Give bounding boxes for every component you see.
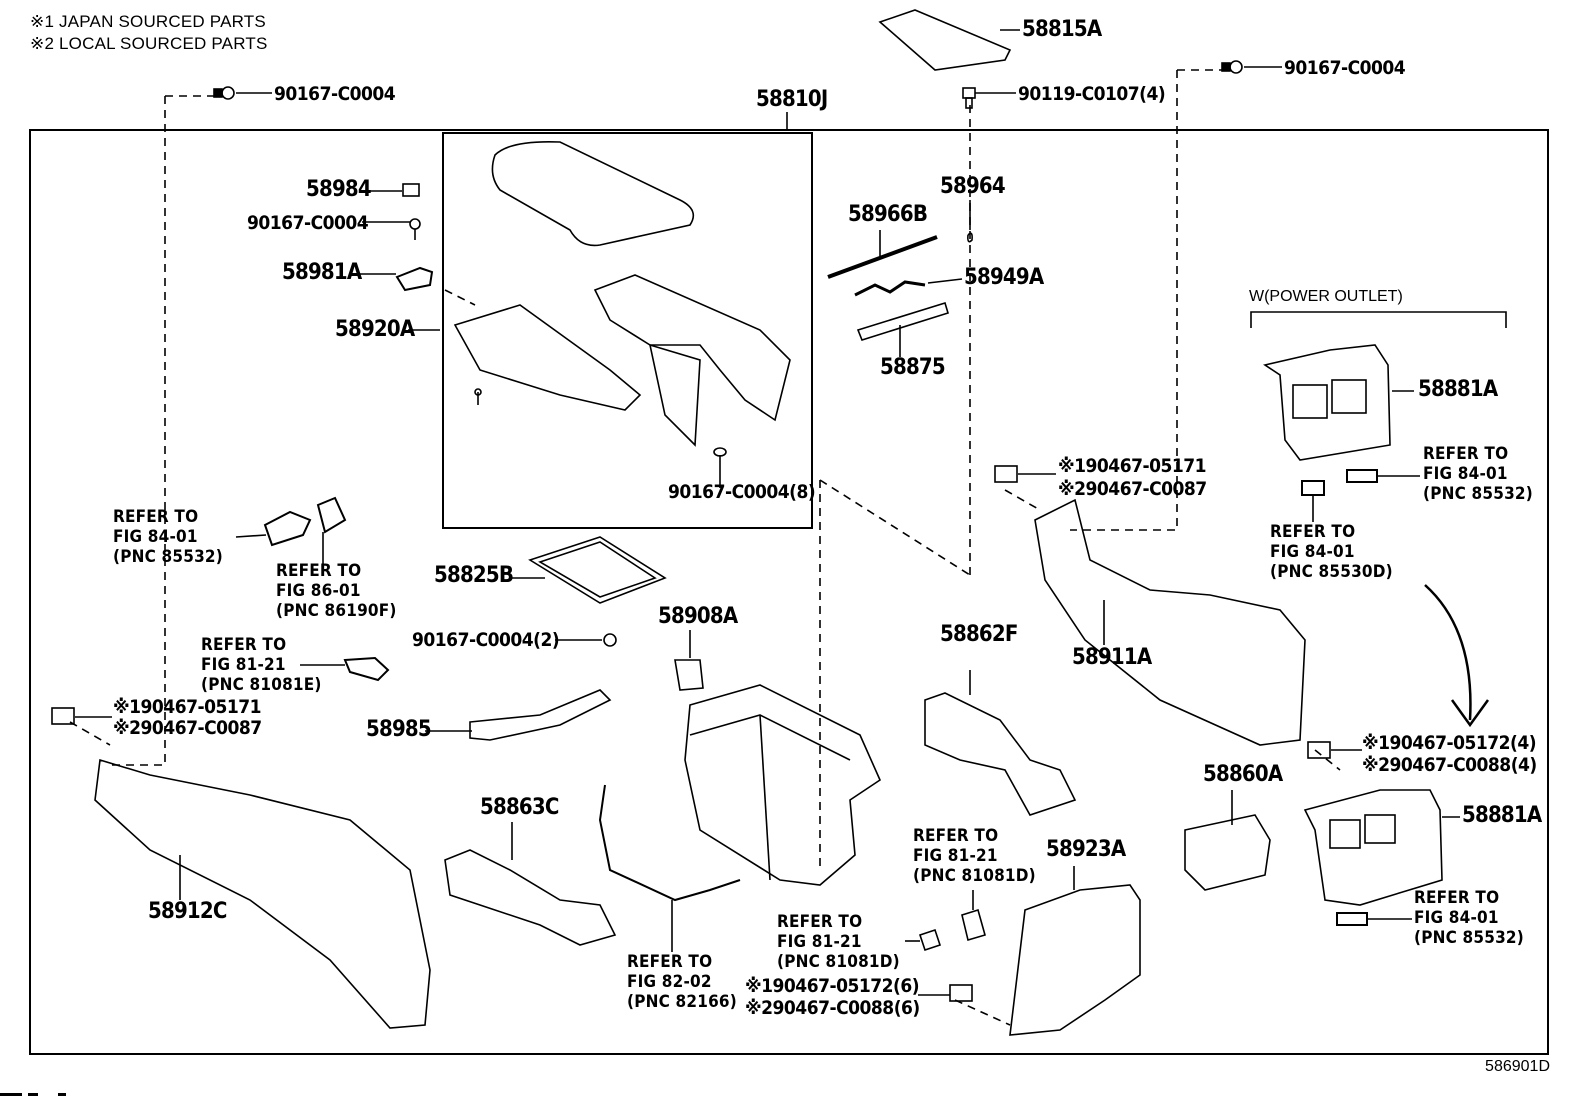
label-58984[interactable]: 58984 [306,177,372,202]
legend-local-sourced: ※2 LOCAL SOURCED PARTS [30,34,268,53]
group-label-power-outlet: W(POWER OUTLET) [1249,288,1403,305]
power-outlet-panel-top-shape [1263,344,1391,461]
assembly-box [442,132,813,529]
tray-shape [528,536,667,604]
power-outlet-panel-bottom-shape [1303,789,1443,906]
part-58815A-shape [878,9,1012,71]
label-58881A-bottom[interactable]: 58881A [1462,803,1542,828]
label-90167-C0004-topright[interactable]: 90167-C0004 [1284,57,1406,79]
label-58981A[interactable]: 58981A [282,260,362,285]
direction-arrow [1424,584,1472,721]
label-58825B[interactable]: 58825B [434,563,514,588]
label-58923A[interactable]: 58923A [1046,837,1126,862]
sheet-id: 586901D [1485,1058,1550,1075]
label-58881A-top[interactable]: 58881A [1418,377,1498,402]
label-58985[interactable]: 58985 [366,717,432,742]
label-clip-mid-local[interactable]: ※290467-C0087 [1058,478,1207,500]
label-58966B[interactable]: 58966B [848,202,928,227]
label-58863C[interactable]: 58863C [480,795,559,820]
label-90167-C0004-8[interactable]: 90167-C0004(8) [668,481,816,503]
label-clip-bottom-japan[interactable]: ※190467-05172(6) [745,975,920,997]
ref-fig-86-01[interactable]: REFER TO FIG 86-01 (PNC 86190F) [276,561,397,621]
label-58815A[interactable]: 58815A [1022,17,1102,42]
label-58860A[interactable]: 58860A [1203,762,1283,787]
label-58911A[interactable]: 58911A [1072,645,1152,670]
ref-fig-84-01-right-bottom[interactable]: REFER TO FIG 84-01 (PNC 85532) [1414,888,1524,948]
ref-fig-84-01-85530D[interactable]: REFER TO FIG 84-01 (PNC 85530D) [1270,522,1393,582]
page-edge-mark [0,1093,22,1096]
label-58912C[interactable]: 58912C [148,899,227,924]
ref-fig-84-01-left[interactable]: REFER TO FIG 84-01 (PNC 85532) [113,507,223,567]
label-clip-right-local[interactable]: ※290467-C0088(4) [1362,754,1537,776]
label-90167-C0004-2[interactable]: 90167-C0004(2) [412,629,560,651]
label-58810J[interactable]: 58810J [756,87,828,112]
label-58908A[interactable]: 58908A [658,604,738,629]
label-clip-left-japan[interactable]: ※190467-05171 [113,696,262,718]
label-58862F[interactable]: 58862F [940,622,1018,647]
label-90167-C0004-topleft[interactable]: 90167-C0004 [274,83,396,105]
console-box-shape [684,684,882,886]
side-panel-right-shape [1034,498,1306,746]
label-clip-left-local[interactable]: ※290467-C0087 [113,717,262,739]
armrest-lid-shape [491,140,695,247]
ref-fig-81-21-left[interactable]: REFER TO FIG 81-21 (PNC 81081E) [201,635,322,695]
main-frame [29,129,1549,1055]
ref-fig-81-21-mid[interactable]: REFER TO FIG 81-21 (PNC 81081D) [777,912,900,972]
label-clip-bottom-local[interactable]: ※290467-C0088(6) [745,997,920,1019]
label-58949A[interactable]: 58949A [964,265,1044,290]
label-58920A[interactable]: 58920A [335,317,415,342]
label-58875[interactable]: 58875 [880,355,946,380]
legend-japan-sourced: ※1 JAPAN SOURCED PARTS [30,12,266,31]
side-panel-left-shape [94,758,431,1029]
group-bracket [1250,311,1507,328]
ref-fig-82-02[interactable]: REFER TO FIG 82-02 (PNC 82166) [627,952,737,1012]
label-90167-C0004-armrest[interactable]: 90167-C0004 [247,212,369,234]
label-clip-right-japan[interactable]: ※190467-05172(4) [1362,732,1537,754]
label-90119-C0107[interactable]: 90119-C0107(4) [1018,83,1166,105]
ref-fig-84-01-right-top[interactable]: REFER TO FIG 84-01 (PNC 85532) [1423,444,1533,504]
label-58964[interactable]: 58964 [940,174,1006,199]
ref-fig-81-21-right[interactable]: REFER TO FIG 81-21 (PNC 81081D) [913,826,1036,886]
label-clip-mid-japan[interactable]: ※190467-05171 [1058,455,1207,477]
